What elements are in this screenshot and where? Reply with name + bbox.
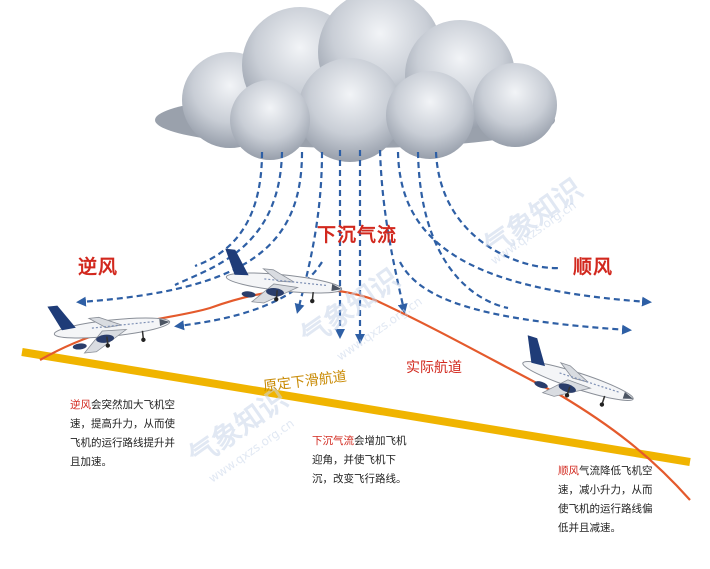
headwind-note-text: 会突然加大飞机空速，提高升力，从而使飞机的运行路线提升并且加速。	[70, 399, 175, 468]
glide-path-line	[21, 348, 691, 466]
downdraft-arrows	[76, 149, 652, 344]
headwind-label: 逆风	[78, 256, 119, 278]
tailwind-note-text: 气流降低飞机空速，减小升力，从而使飞机的运行路线偏低并且减速。	[558, 465, 653, 534]
downdraft-note: 下沉气流会增加飞机迎角，并使飞机下沉，改变飞行路线。	[312, 432, 412, 489]
downdraft-note-text: 会增加飞机迎角，并使飞机下沉，改变飞行路线。	[312, 435, 407, 485]
downdraft-note-key: 下沉气流	[312, 435, 354, 447]
airplane-right	[511, 334, 643, 421]
downdraft-label: 下沉气流	[317, 224, 398, 246]
headwind-note-key: 逆风	[70, 399, 91, 411]
actual-path-label: 实际航道	[406, 360, 462, 376]
tailwind-label: 顺风	[573, 256, 614, 278]
tailwind-note: 顺风气流降低飞机空速，减小升力，从而使飞机的运行路线偏低并且减速。	[558, 462, 660, 538]
actual-path-line	[39, 287, 691, 501]
headwind-note: 逆风会突然加大飞机空速，提高升力，从而使飞机的运行路线提升并且加速。	[70, 396, 180, 472]
storm-cloud	[155, 0, 557, 162]
tailwind-note-key: 顺风	[558, 465, 579, 477]
